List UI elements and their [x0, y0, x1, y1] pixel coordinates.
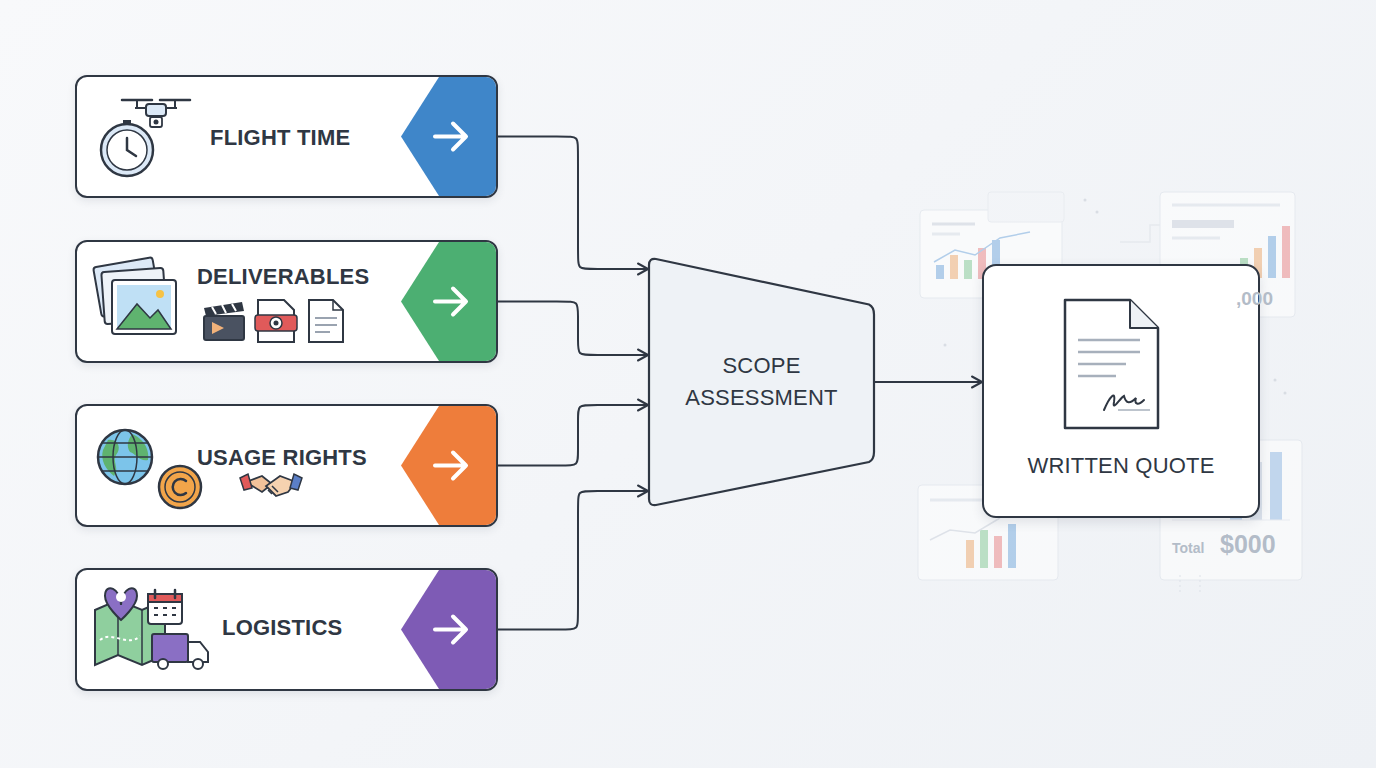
faded-dashboards	[918, 192, 1302, 592]
node-label: WRITTEN QUOTE	[984, 453, 1258, 479]
arrow-tab	[401, 242, 496, 361]
flow-connector	[498, 405, 648, 466]
arrow-tab	[401, 570, 496, 689]
input-card: FLIGHT TIME	[75, 75, 498, 198]
funnel-shape	[648, 257, 875, 507]
node-label: SCOPE ASSESSMENT	[682, 350, 842, 414]
input-card: DELIVERABLES	[75, 240, 498, 363]
drone-clock-icon	[101, 100, 190, 176]
input-card: LOGISTICS	[75, 568, 498, 691]
output-box: WRITTEN QUOTE	[982, 264, 1260, 518]
node-label: FLIGHT TIME	[210, 125, 350, 151]
arrow-tab	[401, 77, 496, 196]
input-card: USAGE RIGHTS	[75, 404, 498, 527]
faded-figure: ,000	[1236, 288, 1273, 310]
flow-connector	[498, 491, 648, 630]
flow-connector	[875, 381, 982, 383]
logistics-icons	[95, 588, 208, 669]
node-label: DELIVERABLES	[197, 264, 369, 290]
faded-figure: Total	[1172, 540, 1204, 556]
node-label: LOGISTICS	[222, 615, 342, 641]
flow-connector	[498, 302, 648, 356]
node-label: USAGE RIGHTS	[197, 445, 367, 471]
arrow-tab	[401, 406, 496, 525]
flow-connector	[498, 137, 648, 270]
funnel-box: SCOPE ASSESSMENT	[648, 257, 875, 507]
faded-figure: $000	[1220, 530, 1276, 559]
